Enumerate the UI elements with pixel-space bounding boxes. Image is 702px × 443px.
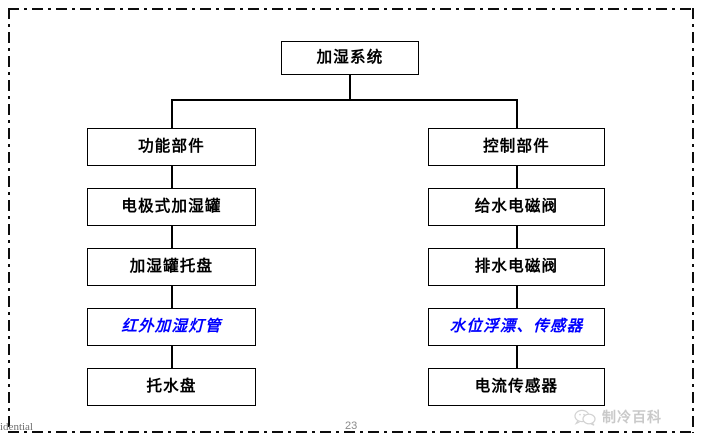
connector-left-1 <box>171 166 173 188</box>
node-root[interactable]: 加湿系统 <box>281 41 419 75</box>
node-water-supply-solenoid-valve[interactable]: 给水电磁阀 <box>428 188 605 226</box>
connector-right-3 <box>516 286 518 308</box>
slide-border-left <box>8 8 10 433</box>
connector-left-4 <box>171 346 173 368</box>
connector-right-4 <box>516 346 518 368</box>
node-drain-solenoid-valve[interactable]: 排水电磁阀 <box>428 248 605 286</box>
footer-confidential-note: idential <box>0 421 33 433</box>
page-number: 23 <box>345 420 358 432</box>
slide-border-bottom <box>8 431 694 433</box>
node-control-components[interactable]: 控制部件 <box>428 128 605 166</box>
node-current-sensor[interactable]: 电流传感器 <box>428 368 605 406</box>
slide-border-top <box>8 8 694 10</box>
connector-right-drop <box>516 99 518 128</box>
node-humidifier-tank-tray[interactable]: 加湿罐托盘 <box>87 248 256 286</box>
node-infrared-humidifier-lamp[interactable]: 红外加湿灯管 <box>87 308 256 346</box>
connector-right-2 <box>516 226 518 248</box>
connector-left-3 <box>171 286 173 308</box>
wechat-icon <box>574 409 596 426</box>
connector-root-down <box>349 75 351 100</box>
node-electrode-humidifier-tank[interactable]: 电极式加湿罐 <box>87 188 256 226</box>
node-water-tray[interactable]: 托水盘 <box>87 368 256 406</box>
node-functional-components[interactable]: 功能部件 <box>87 128 256 166</box>
connector-left-drop <box>171 99 173 128</box>
connector-left-2 <box>171 226 173 248</box>
watermark: 制冷百科 <box>574 407 662 427</box>
slide-border-right <box>692 8 694 433</box>
node-water-level-float-sensor[interactable]: 水位浮漂、传感器 <box>428 308 605 346</box>
watermark-label: 制冷百科 <box>602 410 662 426</box>
connector-right-1 <box>516 166 518 188</box>
connector-split-bar <box>171 99 517 101</box>
